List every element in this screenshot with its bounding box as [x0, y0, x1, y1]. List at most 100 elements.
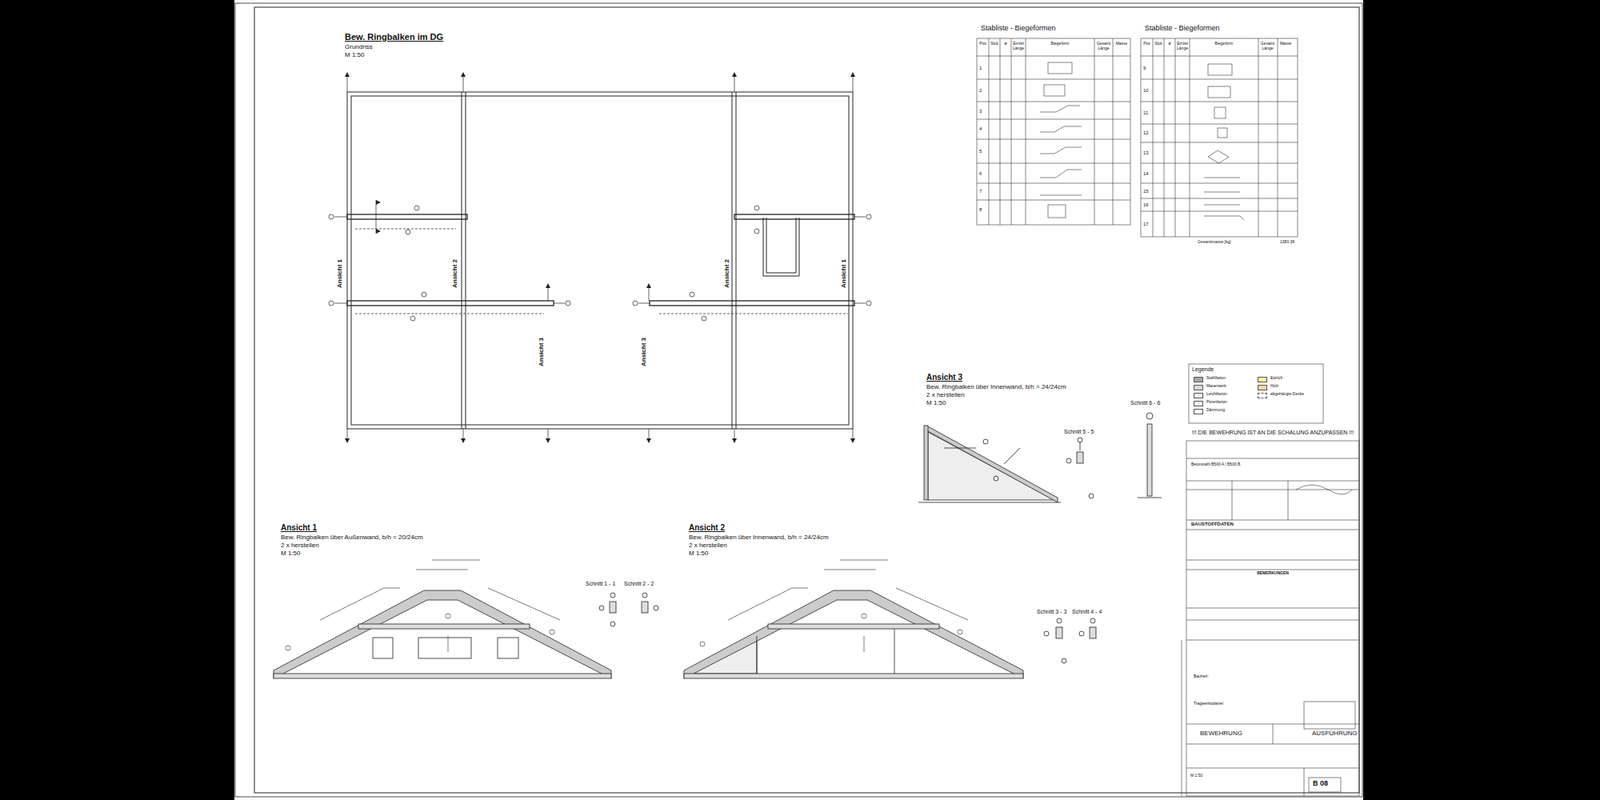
- view-title: Ansicht 3: [926, 372, 963, 382]
- total-mass-label: Gesamtmasse [kg]: [1197, 240, 1232, 245]
- table-header: Gesamt Länge: [1259, 41, 1276, 51]
- section-symbols: [599, 412, 1162, 664]
- drawing-text: Bauherr:: [1193, 674, 1209, 680]
- legend-text: Stahlbeton: [1206, 376, 1226, 381]
- position-number: 16: [1143, 202, 1149, 208]
- position-number: 8: [979, 207, 982, 213]
- position-number: 14: [1143, 171, 1149, 177]
- drawing-text: M 1:50: [344, 52, 364, 60]
- table-title: Stabliste - Biegeformen: [1144, 24, 1220, 33]
- position-number: 3: [979, 108, 982, 115]
- drawing-text: M 1:50: [926, 400, 946, 408]
- drawing-text: M 1:50: [1190, 773, 1203, 779]
- legend-swatch: [1193, 384, 1204, 391]
- warning-note: !!! DIE BEWEHRUNG IST AN DIE SCHALUNG AN…: [1192, 429, 1354, 436]
- table-title: Stabliste - Biegeformen: [980, 24, 1056, 33]
- drawing-text: Tragwerksplaner:: [1193, 701, 1224, 707]
- drawing-title: Bew. Ringbalken im DG: [344, 32, 444, 42]
- plan-type: BEWEHRUNG: [1200, 730, 1243, 738]
- table-header: Biegeform: [1190, 41, 1258, 47]
- drawing-text: M 1:50: [280, 550, 300, 558]
- legend-swatch: [1193, 400, 1204, 407]
- section-title: Schnitt 1 - 1: [585, 580, 616, 588]
- table-header: Einzel Länge: [1176, 41, 1189, 51]
- sheet-frame: [235, 3, 1363, 797]
- section-title: Schnitt 6 - 6: [1130, 400, 1160, 407]
- position-number: 13: [1143, 150, 1149, 156]
- elevation-2: [684, 560, 1024, 679]
- drawing-text: 2 x herstellen: [280, 542, 320, 550]
- position-number: 5: [979, 148, 982, 155]
- legend-text: Holz: [1270, 384, 1279, 389]
- position-number: 10: [1143, 88, 1149, 94]
- drawing-text: M 1:50: [688, 550, 708, 558]
- table-header: Stck: [989, 41, 1000, 47]
- view-mark: Ansicht 1: [840, 259, 848, 288]
- table-header: Pos: [1141, 41, 1152, 47]
- section-title: Schnitt 2 - 2: [624, 580, 654, 588]
- legend-text: abgehängte Decke: [1270, 392, 1304, 397]
- view-mark: Ansicht 1: [336, 259, 344, 288]
- section-title: Schnitt 4 - 4: [1072, 608, 1102, 616]
- view-title: Ansicht 1: [280, 523, 317, 532]
- table-header: Masse: [1113, 41, 1130, 47]
- legend-text: Mauerwerk: [1206, 384, 1227, 389]
- view-mark: Ansicht 3: [640, 337, 648, 367]
- drawing-text: Grundriss: [344, 44, 373, 52]
- position-number: 12: [1143, 130, 1149, 136]
- drawing-text: 2 x herstellen: [926, 392, 965, 400]
- drawing-text: Betonstahl B500 A / B500 B: [1191, 462, 1240, 468]
- block-heading: BAUSTOFFDATEN: [1191, 521, 1234, 528]
- legend-swatch: [1193, 408, 1204, 415]
- table-header: Biegeform: [1026, 41, 1094, 47]
- table-header: ø: [1000, 41, 1011, 47]
- bar-schedule-grid: [976, 38, 1298, 237]
- section-title: Schnitt 3 - 3: [1036, 608, 1067, 616]
- position-number: 11: [1143, 110, 1148, 116]
- block-heading: BEMERKUNGEN: [1256, 571, 1289, 576]
- legend-swatch: [1193, 376, 1204, 383]
- position-number: 1: [979, 65, 982, 72]
- plan-type: AUSFÜHRUNG: [1312, 730, 1357, 738]
- table-header: Pos: [977, 41, 988, 47]
- side-ground: [0, 0, 235, 800]
- legend-text: Leichtbeton: [1206, 392, 1228, 397]
- position-number: 9: [1143, 65, 1146, 72]
- view-title: Ansicht 2: [688, 523, 725, 532]
- drawing-text: 2 x herstellen: [688, 542, 728, 550]
- legend-text: Estrich: [1270, 376, 1283, 381]
- legend-swatch: [1257, 384, 1268, 391]
- table-header: Gesamt Länge: [1095, 41, 1112, 51]
- side-ground: [1363, 0, 1600, 800]
- drawing-text: Bew. Ringbalken über Innenwand, b/h = 24…: [926, 384, 1067, 392]
- view-mark: Ansicht 3: [538, 337, 546, 367]
- table-header: Einzel Länge: [1012, 41, 1025, 51]
- legend-title: Legende: [1192, 366, 1214, 373]
- plan-number: B 08: [1312, 780, 1328, 788]
- legend-swatch: [1257, 376, 1268, 383]
- plan-drawing: [328, 72, 872, 444]
- legend-line-sample: [1257, 392, 1268, 399]
- position-number: 7: [979, 188, 982, 195]
- drawing-text: Bew. Ringbalken über Außenwand, b/h = 20…: [280, 534, 424, 542]
- section-title: Schnitt 5 - 5: [1064, 428, 1094, 436]
- table-header: Stck: [1153, 41, 1164, 47]
- position-number: 15: [1143, 188, 1149, 195]
- position-number: 2: [979, 88, 982, 94]
- position-number: 4: [979, 126, 982, 132]
- view-mark: Ansicht 2: [452, 259, 460, 288]
- drawing-text: Bew. Ringbalken über Innenwand, b/h = 24…: [688, 534, 829, 542]
- legend-swatch: [1193, 392, 1204, 399]
- legend-text: Dämmung: [1206, 408, 1225, 413]
- table-header: ø: [1164, 41, 1175, 47]
- title-block: [1181, 364, 1360, 796]
- position-number: 17: [1143, 221, 1149, 228]
- total-mass: 1383.38: [1280, 240, 1295, 245]
- position-number: 6: [979, 171, 982, 177]
- legend-text: Porenbeton: [1206, 400, 1228, 405]
- table-header: Masse: [1277, 41, 1294, 47]
- elevation-1: [273, 560, 612, 679]
- view-mark: Ansicht 2: [724, 259, 732, 288]
- elevation-3: [918, 425, 1061, 503]
